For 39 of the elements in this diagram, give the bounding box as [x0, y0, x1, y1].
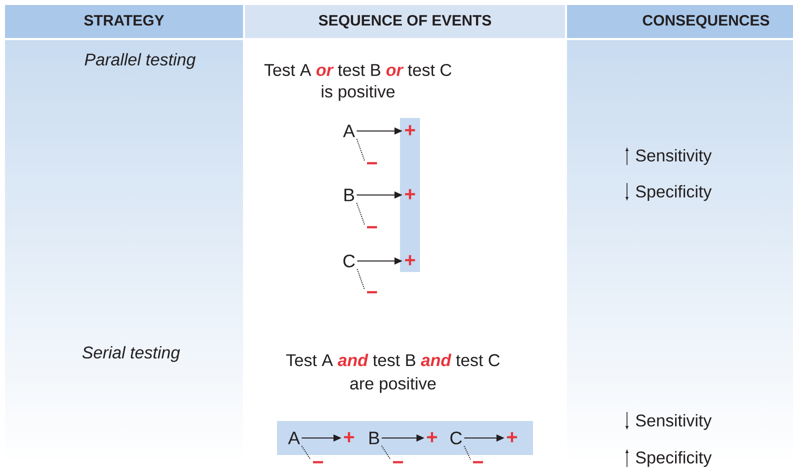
dotted-line	[356, 268, 365, 290]
minus-sign: −	[473, 461, 484, 464]
plus-sign: +	[427, 432, 438, 442]
highlight-bar	[400, 118, 420, 272]
test-letter: B	[369, 432, 380, 444]
dotted-line	[356, 202, 365, 225]
test-letter: B	[344, 188, 354, 202]
event-text: Test A or test B or test C	[264, 64, 452, 76]
header-cell: CONSEQUENCES	[567, 5, 793, 38]
plus-sign: +	[405, 255, 416, 266]
dotted-line	[356, 138, 365, 161]
event-text: is positive	[322, 85, 395, 101]
minus-sign: −	[393, 461, 404, 464]
plus-sign: +	[405, 125, 416, 136]
header-cell: STRATEGY	[5, 5, 243, 38]
event-text: are positive	[350, 377, 436, 393]
test-letter: A	[343, 124, 355, 138]
minus-sign: −	[367, 291, 378, 294]
minus-sign: −	[367, 226, 378, 228]
dotted-line	[464, 446, 471, 460]
test-letter: C	[450, 432, 462, 444]
plus-sign: +	[405, 189, 416, 200]
test-letter: A	[288, 432, 300, 444]
minus-sign: −	[313, 461, 324, 464]
minus-sign: −	[367, 162, 378, 164]
header-cell: SEQUENCE OF EVENTS	[245, 5, 565, 38]
event-text: Test A and test B and test C	[286, 354, 500, 366]
dotted-line	[381, 445, 391, 460]
highlight-bar	[277, 420, 533, 455]
strategy-label: Parallel testing	[84, 53, 196, 69]
consequence-text: Specificity	[636, 451, 712, 467]
consequence-text: Sensitivity	[636, 414, 712, 430]
consequence-text: Specificity	[636, 185, 712, 201]
consequence-text: Sensitivity	[636, 149, 712, 165]
plus-sign: +	[344, 432, 354, 442]
plus-sign: +	[507, 432, 518, 442]
dotted-line	[301, 445, 311, 460]
strategy-label: Serial testing	[82, 346, 180, 362]
test-letter: C	[343, 254, 355, 268]
